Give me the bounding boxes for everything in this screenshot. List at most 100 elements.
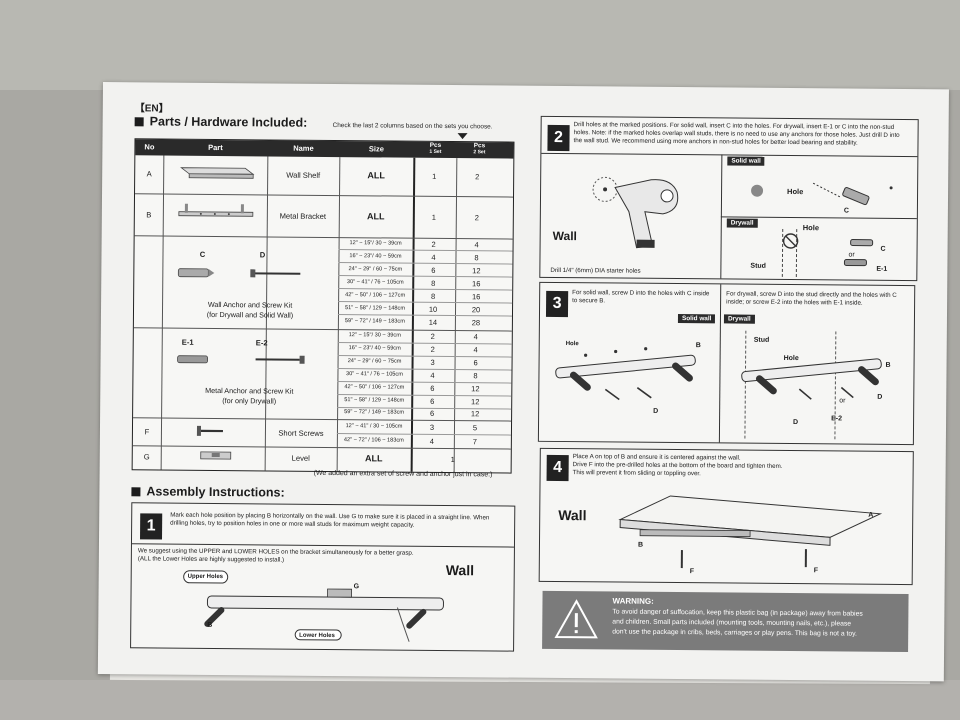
warning-title: WARNING: [612,596,654,606]
size-cell: 16" ~ 23"/ 40 ~ 59cm [349,253,402,260]
step4-a-label: A [868,511,874,519]
kit-e1-label: E-1 [181,337,194,347]
pcs-cell: 6 [429,408,435,418]
pcs-cell: 2 [430,331,435,341]
size-cell: 24" ~ 29" / 60 ~ 75cm [348,266,403,273]
metal-bracket-icon [178,203,254,217]
row-b-pcs1: 1 [431,212,436,222]
bullet-square-icon [131,486,141,496]
pcs-cell: 8 [473,371,478,381]
kit-d-label: D [259,250,266,260]
step3-b-right: B [885,361,891,369]
step3-hole-right: Hole [783,354,799,363]
pcs-cell: 28 [471,318,481,328]
step1-g-label: G [353,583,360,591]
pcs-cell: 12 [471,384,480,394]
step3-text-right: For drywall, screw D into the stud direc… [726,290,897,307]
solid-wall-anchor-diagram [751,182,893,206]
pcs-cell: 2 [431,239,436,249]
pcs-cell: 3 [429,422,435,432]
solid-wall-tag: Solid wall [727,156,765,166]
pcs-cell: 4 [473,345,478,355]
metal-anchor-screw-icon [177,355,305,364]
pcs-cell: 12 [471,397,480,407]
header-name: Name [293,143,314,153]
row-b-no: B [146,210,152,220]
step3-solid-diagram [555,347,696,401]
row-b-size: ALL [367,211,385,222]
size-cell: 51" ~ 58" / 129 ~ 148cm [345,305,406,312]
parts-title: Parts / Hardware Included: [134,114,307,130]
step2-wall-label: Wall [552,228,577,244]
step3-d-left: D [653,407,659,415]
pcs-cell: 6 [473,358,478,368]
drywall-or-label: or [848,251,855,259]
step3-d-right2: D [793,419,799,427]
pcs-cell: 10 [428,304,438,314]
kit-e-name: Metal Anchor and Screw Kit(for only Dryw… [205,385,294,406]
solid-c-label: C [843,207,849,215]
step1-bracket-diagram [183,570,444,642]
pcs-cell: 4 [430,370,435,380]
step3-hole-left: Hole [565,341,579,348]
step4-wall-label: Wall [558,506,587,524]
language-tag: 【EN】 [134,103,169,115]
step2-caption: Drill 1/4" (6mm) DIA starter holes [550,266,641,275]
step4-text: Place A on top of B and ensure it is cen… [572,453,783,477]
step3-text-left: For solid wall, screw D into the holes w… [572,289,710,305]
pcs-cell: 14 [428,317,438,327]
size-cell: 59" ~ 72" / 149 ~ 183cm [344,318,405,325]
size-cell: 42" ~ 50" / 106 ~ 127cm [344,384,405,391]
wall-shelf-icon [180,167,255,179]
upper-holes-label: Upper Holes [187,573,224,581]
anchor-and-screw-icon [177,268,301,278]
warning-text: To avoid danger of suffocation, keep thi… [612,608,863,638]
size-cell: 12" ~ 15"/ 30 ~ 39cm [349,240,402,247]
pcs-cell: 8 [431,278,436,288]
row-g-pcs: 1 [450,455,455,465]
step3-b-left: B [695,342,701,350]
step3-stud-label: Stud [753,336,770,344]
pcs-cell: 4 [431,252,436,262]
step3-or-label: or [839,397,846,405]
pcs-cell: 8 [474,253,479,263]
size-cell: 12" ~ 41" / 30 ~ 105cm [345,423,403,430]
size-cell: 24" ~ 29" / 60 ~ 75cm [347,358,402,365]
pcs-cell: 7 [472,437,477,447]
drywall-tag: Drywall [726,218,758,228]
header-no: No [144,142,155,152]
drywall-c-label: C [880,245,886,253]
size-cell: 16" ~ 23"/ 40 ~ 59cm [348,345,401,352]
step1-box: 1 Mark each hole position by placing B h… [130,502,516,652]
step3-number: 3 [545,290,569,318]
step1-number: 1 [140,513,163,540]
drywall-hole-label: Hole [802,223,820,233]
down-arrow-icon [457,133,468,140]
solid-hole-label: Hole [787,186,804,197]
background-scuff [0,0,960,90]
row-a-pcs1: 1 [432,171,437,181]
short-screw-icon [196,425,223,436]
parts-footnote: (We added an extra set of screw and anch… [313,469,493,479]
header-part: Part [208,142,223,153]
step3-e2-label: E-2 [831,415,843,423]
step4-f-right: F [813,567,819,575]
step4-box: 4 Place A on top of B and ensure it is c… [538,447,914,586]
row-a-name: Wall Shelf [286,170,321,180]
step1-notes: We suggest using the UPPER and LOWER HOL… [137,547,414,564]
assembly-title: Assembly Instructions: [131,484,285,500]
pcs-cell: 12 [470,409,480,419]
pcs-cell: 6 [430,396,435,406]
step4-number: 4 [546,454,569,482]
step3-solid-tag: Solid wall [677,314,716,324]
row-g-no: G [143,452,150,462]
pcs-cell: 16 [471,292,481,302]
step1-text: Mark each hole position by placing B hor… [170,511,490,529]
step3-box: 3 For solid wall, screw D into the holes… [537,281,916,446]
kit-c-label: C [199,249,206,259]
kit-cd-name: Wall Anchor and Screw Kit(for Drywall an… [206,299,294,320]
step2-number: 2 [547,124,570,152]
row-f-name: Short Screws [278,428,324,438]
lower-holes-label: Lower Holes [299,632,335,640]
